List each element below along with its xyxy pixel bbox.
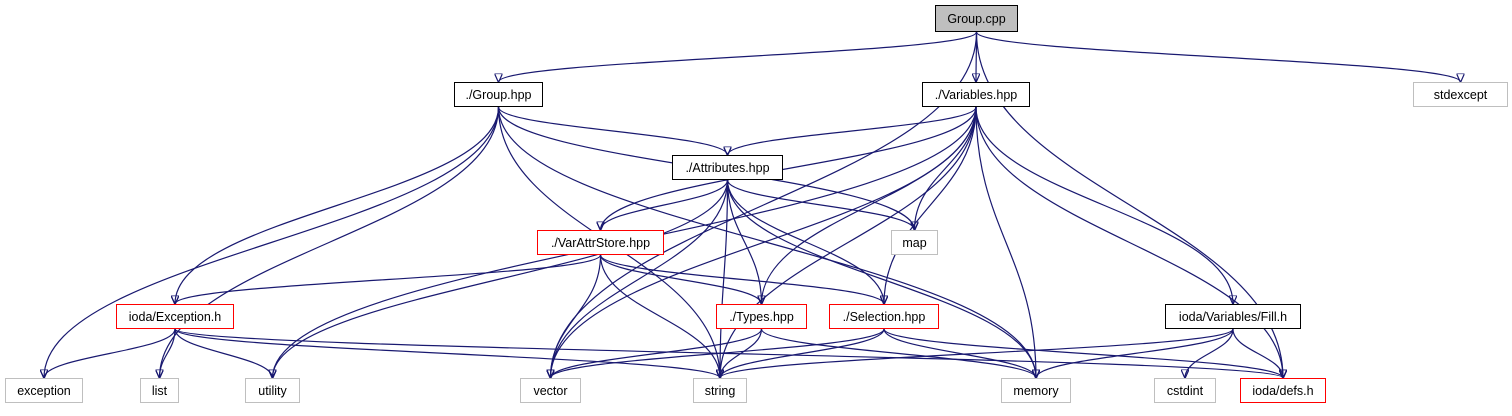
edge-attributes-hpp-to-string xyxy=(720,179,729,378)
node-group-hpp[interactable]: ./Group.hpp xyxy=(454,82,543,107)
edge-exception-h-to-exception xyxy=(44,328,176,378)
edge-exception-h-to-defs-h xyxy=(174,328,1283,378)
edge-fill-h-to-memory xyxy=(1036,328,1234,378)
node-utility[interactable]: utility xyxy=(245,378,300,403)
edge-exception-h-to-list xyxy=(160,328,176,378)
node-types-hpp[interactable]: ./Types.hpp xyxy=(716,304,807,329)
node-varattrstore-hpp[interactable]: ./VarAttrStore.hpp xyxy=(537,230,664,255)
node-map[interactable]: map xyxy=(891,230,938,255)
edge-group-hpp-to-exception-h xyxy=(175,106,500,304)
edge-varattrstore-hpp-to-types-hpp xyxy=(599,254,762,304)
node-list[interactable]: list xyxy=(140,378,179,403)
node-defs-h[interactable]: ioda/defs.h xyxy=(1240,378,1326,403)
edge-attributes-hpp-to-varattrstore-hpp xyxy=(601,179,729,230)
edge-varattrstore-hpp-to-vector xyxy=(551,254,602,378)
node-selection-hpp[interactable]: ./Selection.hpp xyxy=(829,304,939,329)
edge-group-hpp-to-memory xyxy=(497,106,1037,378)
edge-varattrstore-hpp-to-string xyxy=(599,254,721,378)
edge-types-hpp-to-vector xyxy=(551,328,763,378)
edge-group-hpp-to-list xyxy=(160,106,500,378)
edge-attributes-hpp-to-map xyxy=(726,179,915,230)
edge-exception-h-to-utility xyxy=(174,328,273,378)
edge-attributes-hpp-to-selection-hpp xyxy=(726,179,885,304)
edge-variables-hpp-to-fill-h xyxy=(975,106,1233,304)
edge-varattrstore-hpp-to-exception-h xyxy=(175,254,602,304)
node-group-cpp[interactable]: Group.cpp xyxy=(935,5,1018,32)
edge-selection-hpp-to-vector xyxy=(551,328,885,378)
edge-fill-h-to-string xyxy=(720,328,1234,378)
node-variables-hpp[interactable]: ./Variables.hpp xyxy=(922,82,1030,107)
edge-selection-hpp-to-memory xyxy=(883,328,1036,378)
node-cstdint[interactable]: cstdint xyxy=(1154,378,1216,403)
edge-attributes-hpp-to-types-hpp xyxy=(726,179,762,304)
node-attributes-hpp[interactable]: ./Attributes.hpp xyxy=(672,155,783,180)
edge-attributes-hpp-to-utility xyxy=(273,179,729,378)
edge-variables-hpp-to-string xyxy=(720,106,977,378)
edge-variables-hpp-to-varattrstore-hpp xyxy=(601,106,977,230)
edge-variables-hpp-to-attributes-hpp xyxy=(728,106,977,155)
edge-fill-h-to-cstdint xyxy=(1185,328,1234,378)
node-memory[interactable]: memory xyxy=(1001,378,1071,403)
edge-group-hpp-to-exception xyxy=(44,106,500,378)
edge-types-hpp-to-memory xyxy=(760,328,1037,378)
edge-group-cpp-to-stdexcept xyxy=(975,31,1461,82)
edge-varattrstore-hpp-to-selection-hpp xyxy=(599,254,885,304)
node-exception[interactable]: exception xyxy=(5,378,83,403)
edge-group-hpp-to-attributes-hpp xyxy=(497,106,728,155)
edge-selection-hpp-to-string xyxy=(720,328,885,378)
edge-exception-h-to-string xyxy=(174,328,720,378)
edge-variables-hpp-to-memory xyxy=(975,106,1036,378)
node-stdexcept[interactable]: stdexcept xyxy=(1413,82,1508,107)
node-exception-h[interactable]: ioda/Exception.h xyxy=(116,304,234,329)
node-string[interactable]: string xyxy=(693,378,747,403)
edge-attributes-hpp-to-memory xyxy=(726,179,1037,378)
edge-group-cpp-to-group-hpp xyxy=(499,31,978,82)
node-fill-h[interactable]: ioda/Variables/Fill.h xyxy=(1165,304,1301,329)
edge-variables-hpp-to-vector xyxy=(551,106,977,378)
edge-fill-h-to-defs-h xyxy=(1232,328,1283,378)
edge-variables-hpp-to-defs-h xyxy=(975,106,1283,378)
edge-attributes-hpp-to-vector xyxy=(551,179,729,378)
edge-selection-hpp-to-defs-h xyxy=(883,328,1283,378)
edge-variables-hpp-to-selection-hpp xyxy=(884,106,977,304)
node-vector[interactable]: vector xyxy=(520,378,581,403)
edge-variables-hpp-to-map xyxy=(915,106,977,230)
